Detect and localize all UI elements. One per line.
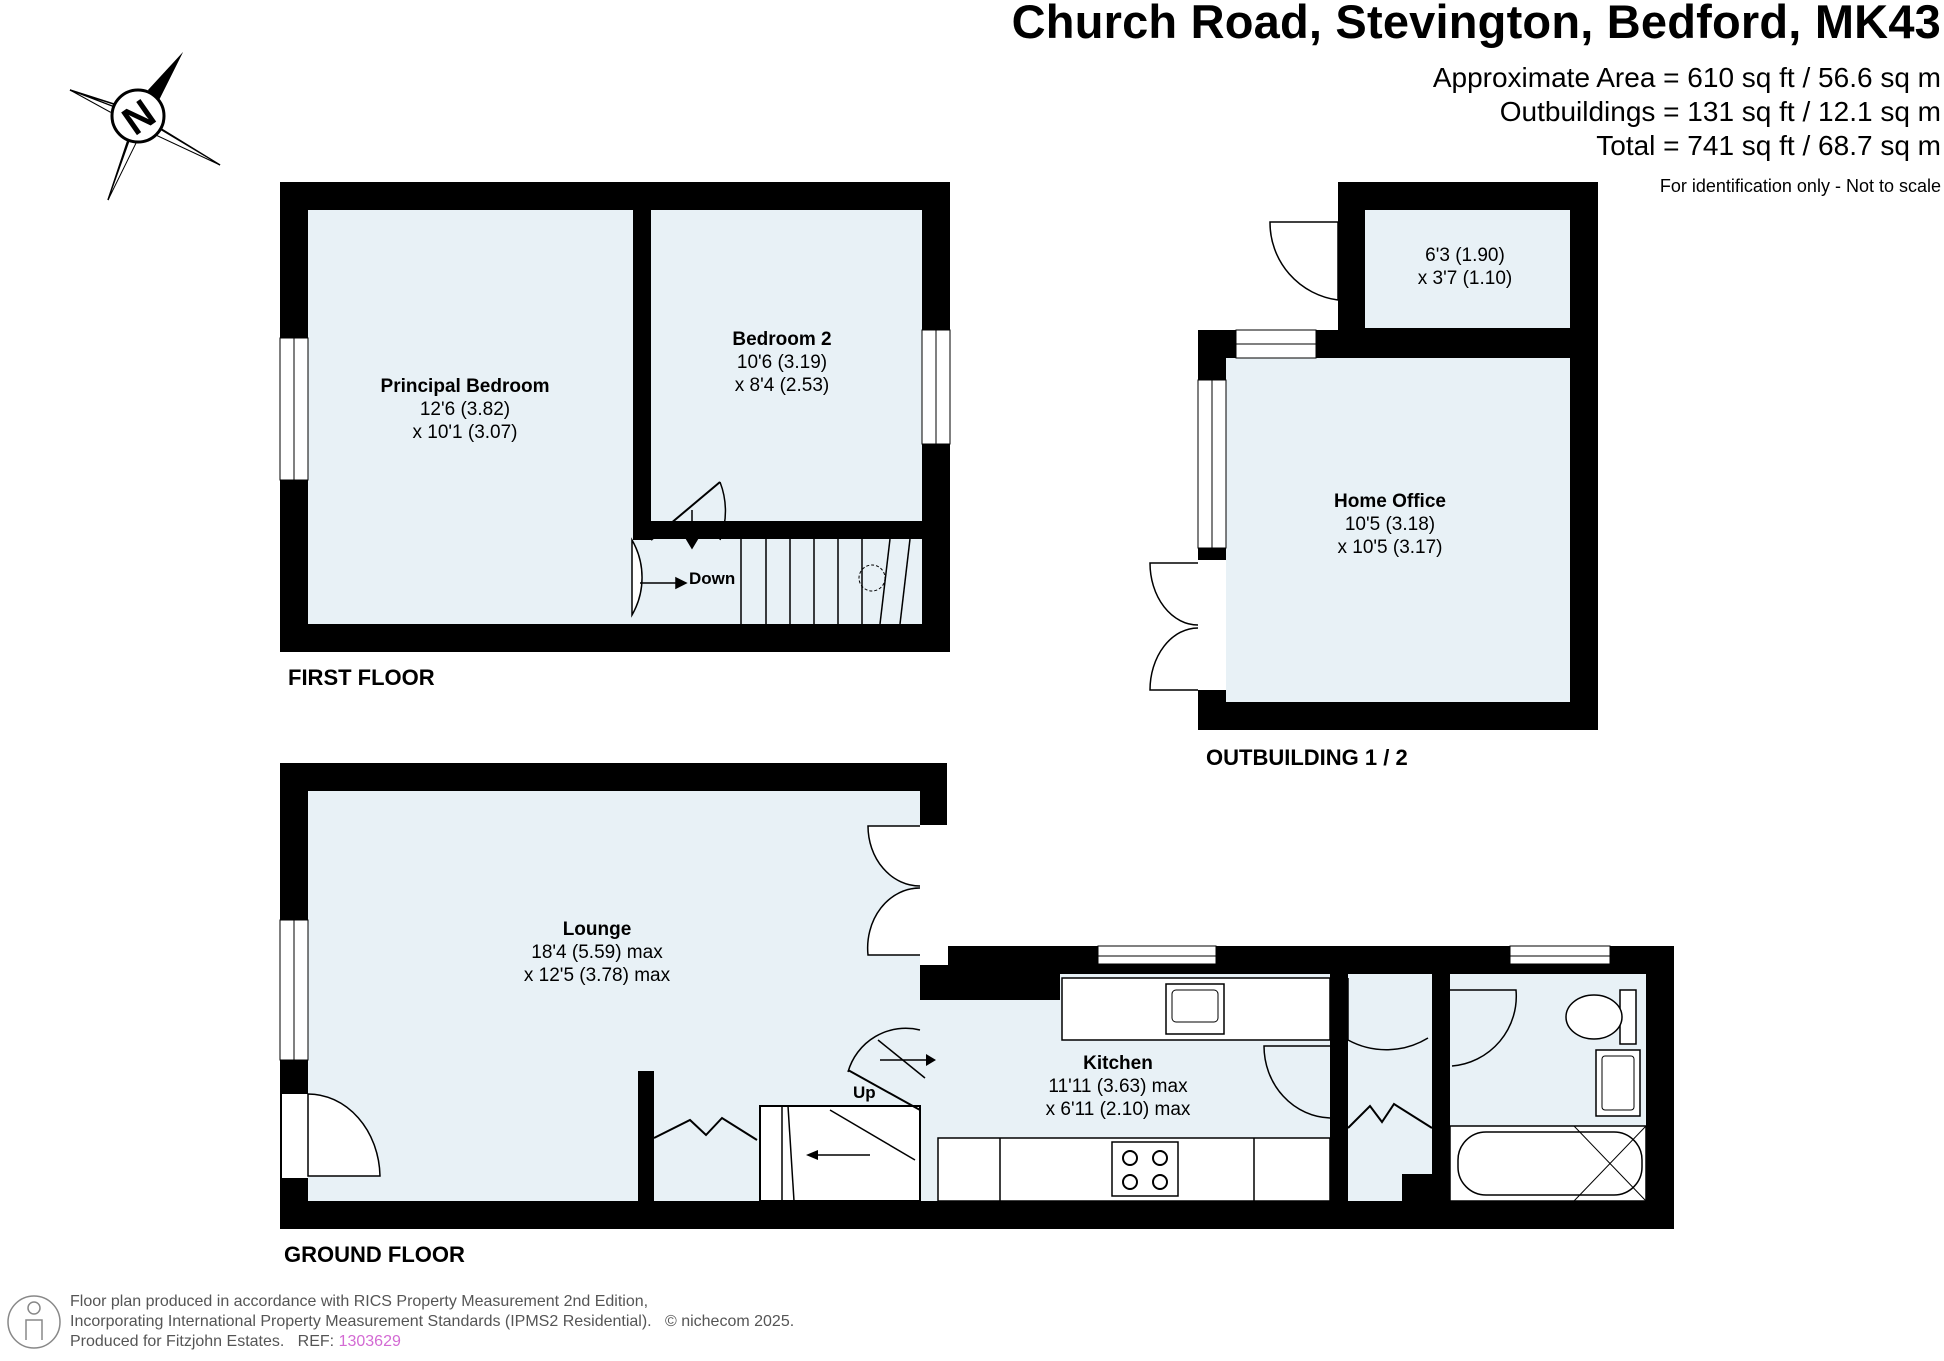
room-principal-bedroom: Principal Bedroom 12'6 (3.82) x 10'1 (3.… (381, 375, 550, 444)
compass-icon: N (69, 52, 221, 201)
approx-area: Approximate Area = 610 sq ft / 56.6 sq m (1432, 62, 1941, 93)
stairs-up-label: Up (853, 1083, 876, 1102)
total-area: Total = 741 sq ft / 68.7 sq m (1596, 130, 1941, 161)
room-dim: x 8'4 (2.53) (734, 375, 830, 396)
room-dim: x 10'5 (3.17) (1337, 537, 1443, 558)
outbuilding-label: OUTBUILDING 1 / 2 (1206, 745, 1408, 770)
room-name: Home Office (1334, 491, 1446, 512)
room-dim: x 6'11 (2.10) max (1045, 1099, 1191, 1120)
room-name: Principal Bedroom (380, 376, 550, 397)
ref-number: 1303629 (338, 1333, 401, 1350)
room-home-office: Home Office 10'5 (3.18) x 10'5 (3.17) (1334, 490, 1446, 559)
ground-floor (279, 763, 1674, 1229)
footer-line-2: Incorporating International Property Mea… (70, 1313, 652, 1330)
room-name: Kitchen (1083, 1053, 1153, 1074)
room-dim: 11'11 (3.63) max (1048, 1076, 1188, 1097)
room-dim: 6'3 (1.90) (1425, 245, 1505, 266)
footer: Floor plan produced in accordance with R… (70, 1292, 794, 1352)
ground-floor-label: GROUND FLOOR (284, 1242, 465, 1267)
room-dim: 18'4 (5.59) max (531, 942, 663, 963)
outbuildings-area: Outbuildings = 131 sq ft / 12.1 sq m (1499, 96, 1941, 127)
room-dim: 12'6 (3.82) (419, 399, 511, 420)
room-dim: 10'5 (3.18) (1344, 514, 1436, 535)
first-floor (279, 182, 951, 652)
room-kitchen: Kitchen 11'11 (3.63) max x 6'11 (2.10) m… (1046, 1052, 1191, 1121)
footer-line-3: Produced for Fitzjohn Estates. (70, 1333, 285, 1350)
stairs-down-label: Down (689, 569, 736, 588)
property-address: Church Road, Stevington, Bedford, MK43 (1011, 0, 1941, 48)
ref-label: REF: (297, 1333, 335, 1350)
room-lounge: Lounge 18'4 (5.59) max x 12'5 (3.78) max (524, 918, 670, 987)
disclaimer: For identification only - Not to scale (1659, 176, 1941, 196)
first-floor-label: FIRST FLOOR (288, 665, 435, 690)
room-dim: x 3'7 (1.10) (1417, 268, 1513, 289)
footer-line-1: Floor plan produced in accordance with R… (70, 1293, 649, 1310)
room-dim: x 12'5 (3.78) max (523, 965, 671, 986)
room-name: Lounge (562, 919, 632, 940)
room-name: Bedroom 2 (732, 329, 832, 350)
room-dim: x 10'1 (3.07) (412, 422, 518, 443)
copyright: © nichecom 2025. (664, 1313, 795, 1330)
room-store: 6'3 (1.90) x 3'7 (1.10) (1418, 244, 1512, 290)
room-dim: 10'6 (3.19) (736, 352, 828, 373)
outbuilding (1140, 182, 1598, 730)
room-bedroom-2: Bedroom 2 10'6 (3.19) x 8'4 (2.53) (732, 328, 831, 397)
person-icon (7, 1295, 61, 1349)
